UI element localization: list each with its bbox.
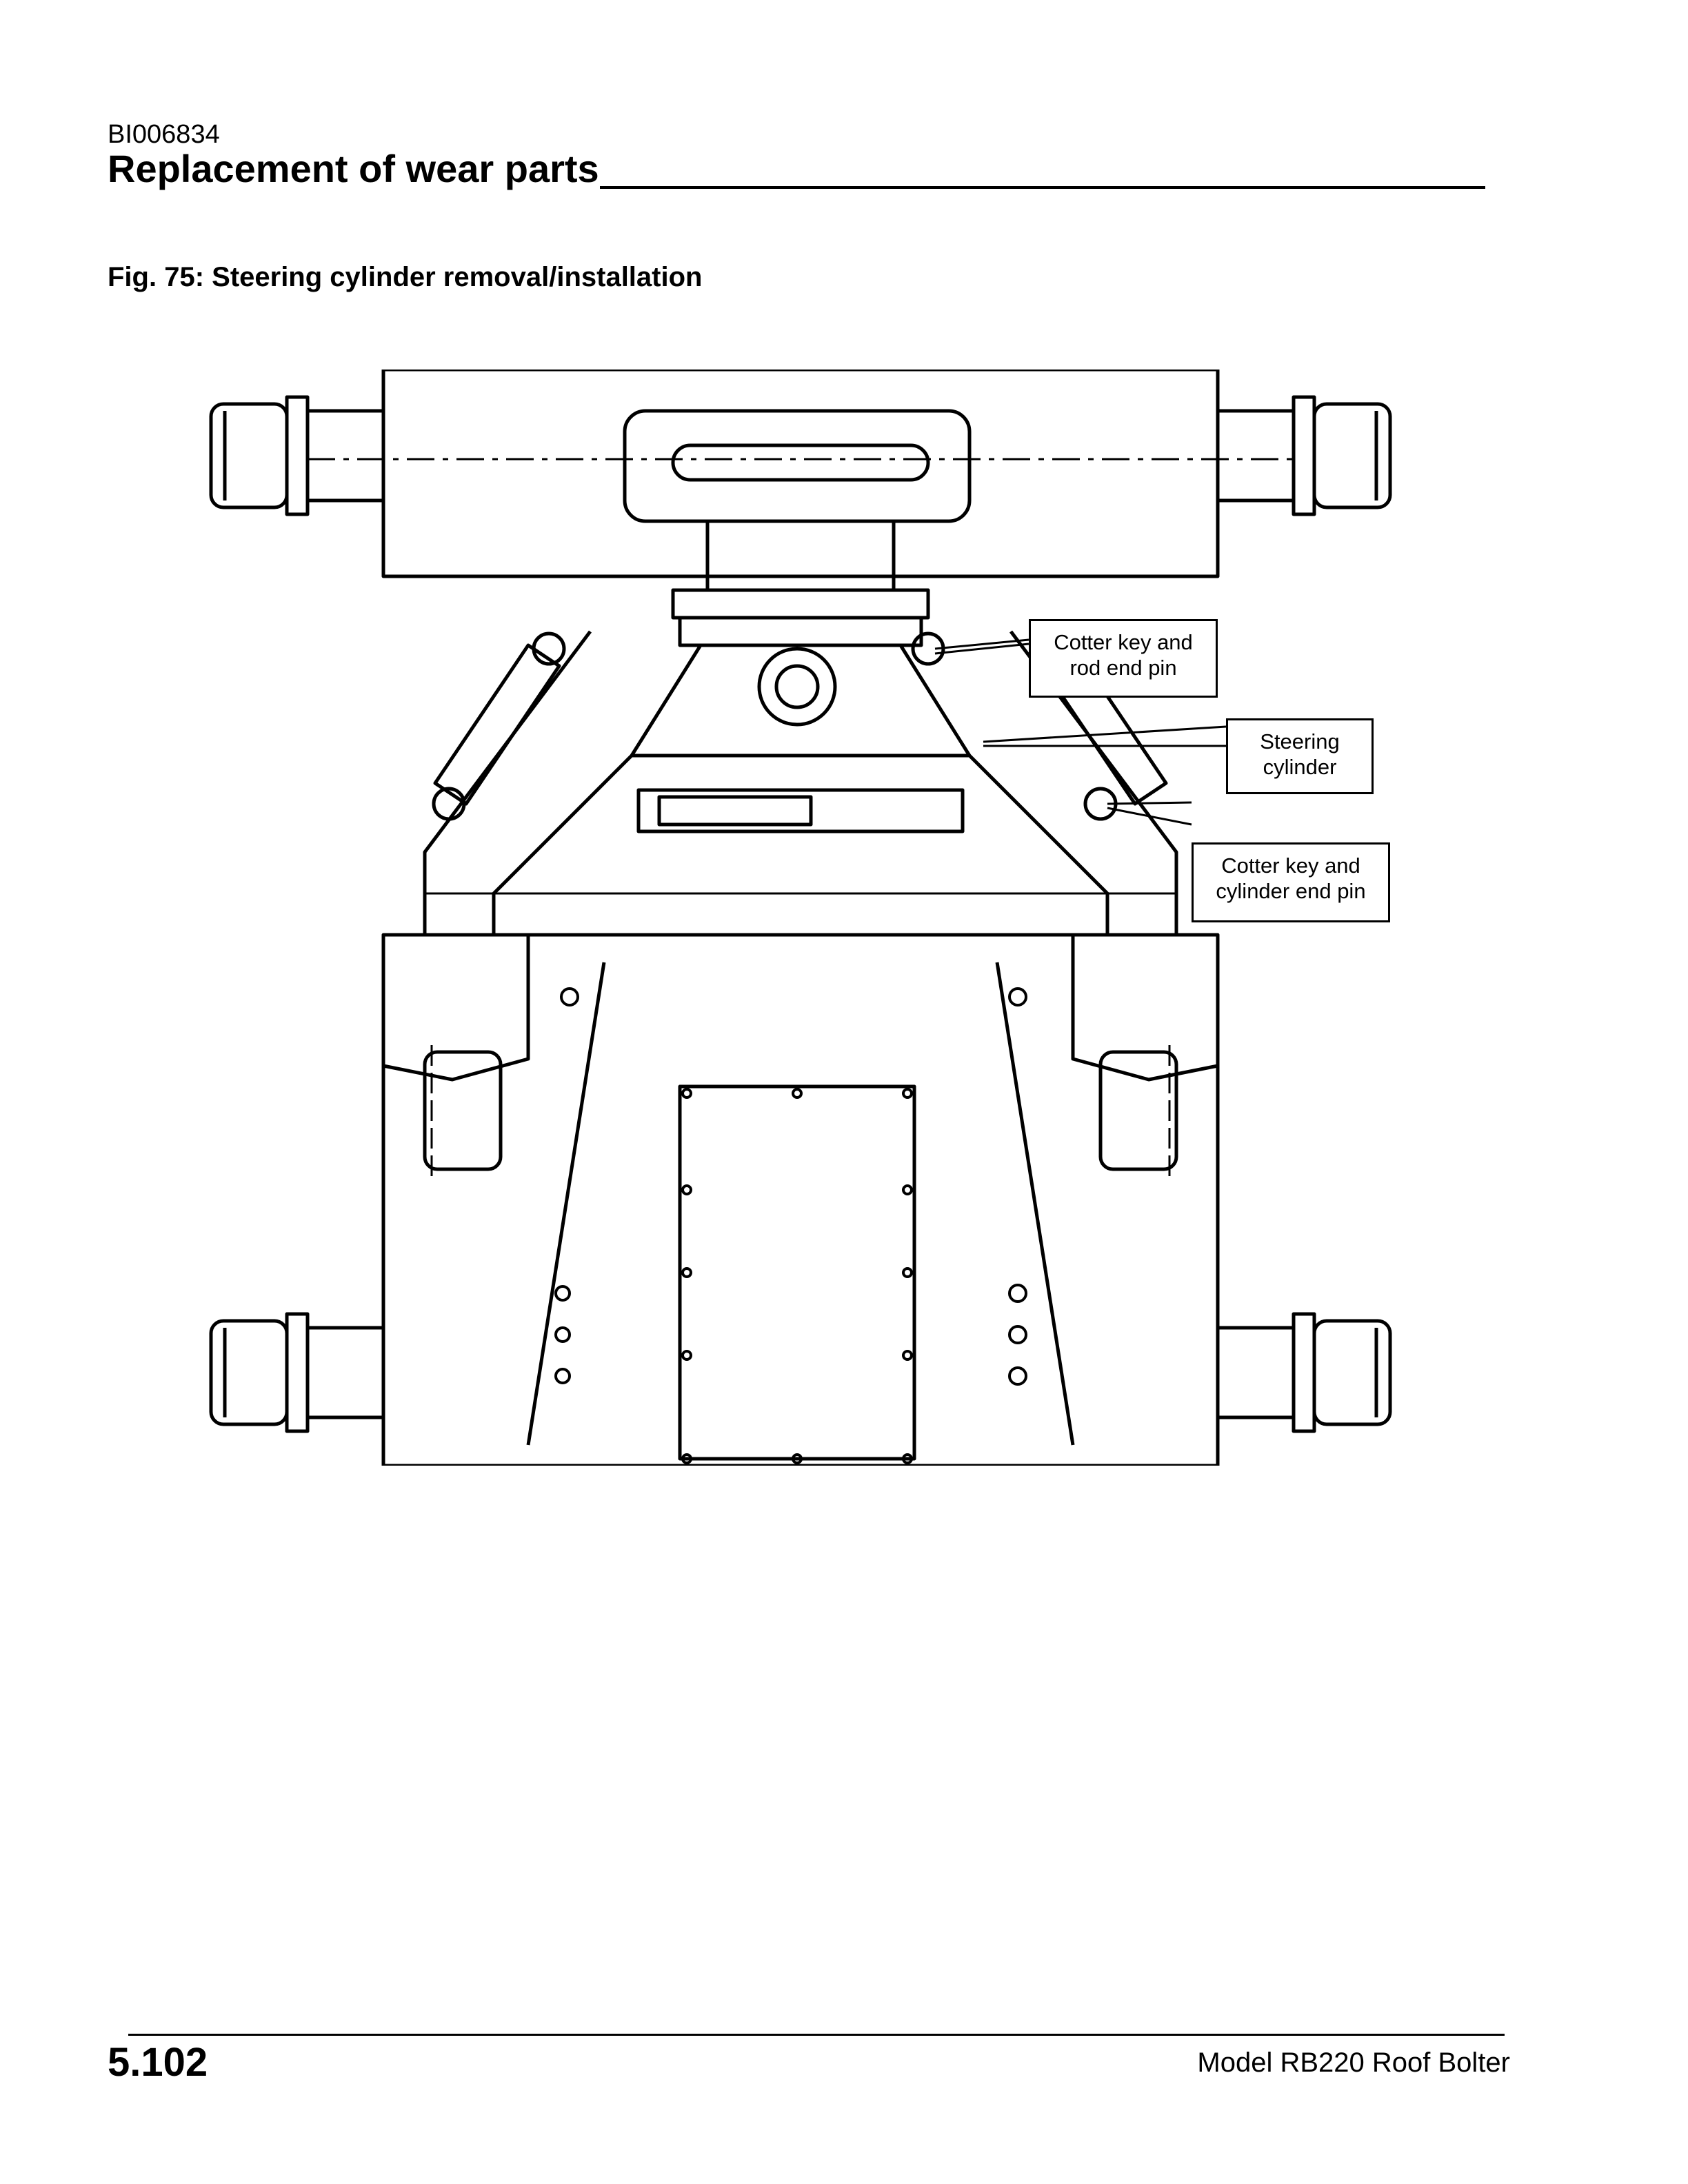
footer-rule (128, 2034, 1505, 2036)
steering-cylinder-left (432, 631, 566, 821)
bolt-pattern (554, 987, 1027, 1464)
footer-model: Model RB220 Roof Bolter (1197, 2048, 1510, 2078)
callout-leaders (934, 638, 1227, 826)
callout-cylinder-end-line1: Cotter key and (1221, 853, 1360, 878)
wheel-top-right (1216, 395, 1392, 516)
top-frame (308, 370, 1294, 620)
callout-cylinder-line2: cylinder (1263, 755, 1337, 779)
lower-chassis (381, 933, 1220, 1466)
pivot-housing (678, 616, 923, 727)
callout-steering-cylinder: Steering cylinder (1226, 718, 1374, 794)
steering-assembly-drawing (209, 370, 1392, 1466)
wheel-bottom-right (1216, 1312, 1392, 1433)
figure-caption: Fig. 75: Steering cylinder removal/insta… (108, 262, 703, 292)
callout-cylinder-end-line2: cylinder end pin (1216, 879, 1366, 903)
heading-underline (600, 186, 1485, 189)
callout-rod-end-pin: Cotter key and rod end pin (1029, 619, 1218, 698)
callout-cylinder-end-pin: Cotter key and cylinder end pin (1192, 842, 1390, 922)
page-number: 5.102 (108, 2040, 208, 2085)
document-id: BI006834 (108, 120, 220, 149)
callout-cylinder-line1: Steering (1260, 729, 1340, 754)
section-title: Replacement of wear parts (108, 147, 599, 190)
wheel-top-left (209, 395, 385, 516)
wheel-bottom-left (209, 1312, 385, 1433)
callout-rod-end-line2: rod end pin (1069, 656, 1177, 680)
callout-rod-end-line1: Cotter key and (1054, 630, 1193, 654)
